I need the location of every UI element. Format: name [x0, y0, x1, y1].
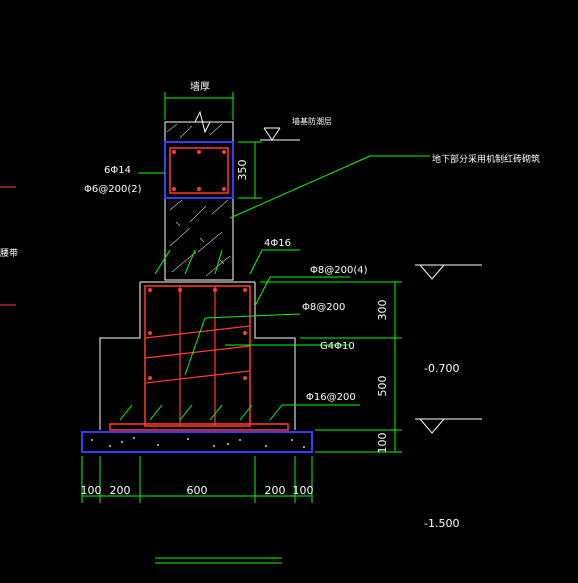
left-partial-label: 腰带 — [0, 248, 18, 259]
break-line — [165, 110, 233, 134]
dim-vertical-500: 500 — [376, 376, 389, 397]
bottom-rebar-label: Φ16@200 — [306, 392, 356, 403]
foundation-right-outline — [254, 282, 296, 430]
dim-vertical-100: 100 — [376, 433, 389, 454]
side-rebar-label: G4Φ10 — [320, 341, 355, 352]
dim-horizontal-100-right: 100 — [293, 484, 314, 497]
wall-top-hatch — [164, 121, 234, 143]
waterproof-layer-label: 墙基防潮层 — [292, 116, 332, 126]
dim-horizontal-100-left: 100 — [81, 484, 102, 497]
side-bars — [148, 331, 247, 380]
wall — [164, 110, 234, 281]
ring-beam-stirrup-label: Φ6@200(2) — [84, 184, 142, 195]
stirrup-outer-label: Φ8@200(4) — [310, 265, 368, 276]
dimension-lines — [81, 92, 402, 564]
ring-beam-outline — [164, 141, 234, 199]
rebar-diag-3 — [144, 370, 251, 384]
cushion-dots — [91, 437, 305, 448]
wall-lower-hatch — [164, 197, 234, 281]
ring-beam — [164, 141, 234, 199]
rebar-diag-2 — [144, 345, 251, 359]
ring-beam-bars — [172, 150, 226, 191]
stirrup-inner-label: Φ8@200 — [302, 302, 345, 313]
foundation — [99, 281, 296, 431]
dim-horizontal-600: 600 — [187, 484, 208, 497]
elevation-markers — [260, 127, 482, 434]
left-red-ticks — [0, 186, 16, 306]
ring-beam-stirrup — [169, 147, 229, 194]
rebar-diag-1 — [144, 325, 251, 339]
elevation-bottom-label: -1.500 — [424, 517, 459, 530]
bottom-rebar-strip — [109, 423, 289, 431]
rebar-cage — [144, 285, 251, 427]
top-bars — [148, 288, 247, 292]
ring-beam-main-label: 6Φ14 — [104, 165, 131, 176]
ring-beam-height-dim: 350 — [236, 160, 249, 181]
dim-vertical-300: 300 — [376, 300, 389, 321]
leader-lines — [119, 155, 430, 421]
dim-horizontal-200-left: 200 — [110, 484, 131, 497]
elevation-mid-label: -0.700 — [424, 362, 459, 375]
cushion-layer — [81, 431, 313, 453]
masonry-note-label: 地下部分采用机制红砖砌筑 — [432, 153, 540, 165]
top-rebar-label: 4Φ16 — [264, 238, 291, 249]
cushion-outline — [81, 431, 313, 453]
wall-hatch-lines — [166, 123, 231, 277]
dim-horizontal-200-right: 200 — [265, 484, 286, 497]
wall-thickness-label: 墙厚 — [190, 80, 210, 93]
foundation-left-outline — [99, 282, 141, 430]
